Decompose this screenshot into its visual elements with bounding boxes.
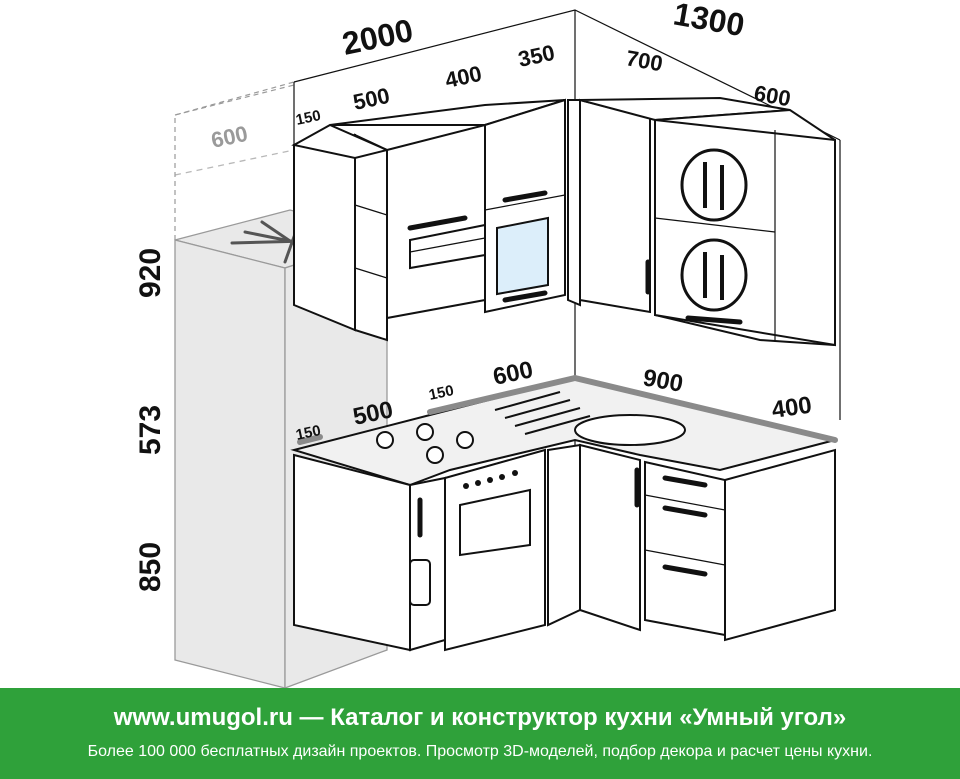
dim-fridge-depth: 600	[209, 121, 250, 153]
footer-subtitle: Более 100 000 бесплатных дизайн проектов…	[87, 743, 873, 760]
fridge-clearance	[174, 81, 295, 240]
dim-upper-400: 400	[443, 61, 484, 93]
dim-upper-500: 500	[351, 83, 392, 115]
dim-height-base: 850	[134, 542, 167, 592]
footer-title[interactable]: www.umugol.ru — Каталог и конструктор ку…	[113, 704, 847, 731]
dim-upper-700: 700	[624, 45, 665, 76]
dim-upper-350: 350	[516, 40, 557, 72]
kitchen-diagram: 2000 1300 150 500 400 350 700 600 600 92…	[134, 0, 841, 688]
base-cabinets	[293, 443, 836, 652]
upper-cabinets-left	[291, 98, 566, 342]
bottle-icon	[409, 559, 431, 606]
dim-height-upper: 920	[134, 248, 167, 298]
dim-top-width-right: 1300	[671, 0, 747, 43]
cutlery-icon	[680, 238, 748, 312]
dim-counter-600: 600	[491, 356, 536, 391]
dim-counter-150-left: 150	[294, 422, 322, 444]
dim-top-width-left: 2000	[339, 12, 416, 62]
dim-counter-150-mid: 150	[427, 382, 455, 404]
sink-icon	[574, 414, 686, 446]
dim-counter-400: 400	[770, 392, 813, 424]
dim-height-middle: 573	[134, 405, 167, 455]
cutlery-icon	[680, 148, 748, 222]
burner-icon	[376, 423, 474, 464]
dim-upper-150: 150	[294, 107, 322, 129]
footer-banner: www.umugol.ru — Каталог и конструктор ку…	[0, 688, 960, 779]
upper-cabinets-right	[567, 96, 836, 347]
countertop	[290, 375, 838, 487]
